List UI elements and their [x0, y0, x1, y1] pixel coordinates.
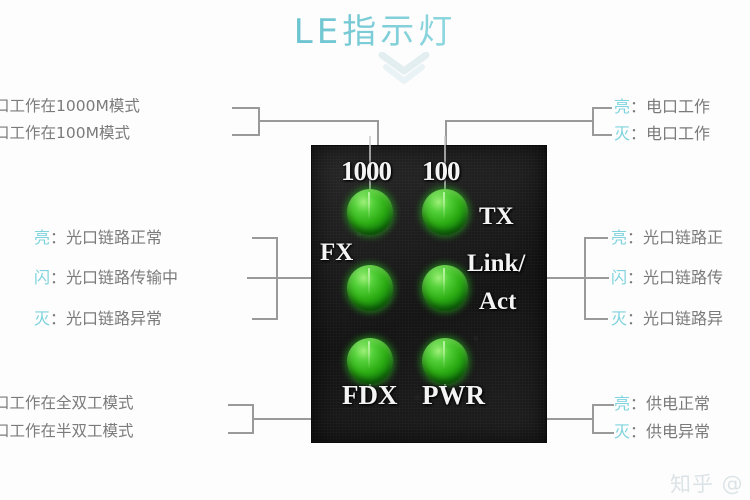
- connector-top-right-stub-2: [592, 134, 612, 136]
- sep: ：: [627, 268, 644, 287]
- device-indicator-panel: 1000 100 TX FX Link/ Act FDX PWR: [311, 136, 547, 443]
- connector-top-right-drop: [445, 120, 447, 147]
- sep: ：: [627, 228, 644, 247]
- annotation-mid-right-line-1: 亮：光口链路正: [611, 230, 723, 246]
- connector-top-left-stub-1: [232, 107, 260, 109]
- panel-label-act: Act: [479, 288, 517, 315]
- sep: ：: [630, 97, 647, 116]
- annotation-top-right-line-2: 灭：电口工作: [614, 126, 710, 142]
- connector-bottom-right-run: [545, 418, 593, 420]
- pin-100: [444, 136, 446, 191]
- keyword-liang: 亮: [34, 228, 51, 247]
- annotation-bottom-left-line-2: 口工作在半双工模式: [0, 422, 134, 440]
- annotation-mid-left-line-2: 闪：光口链路传输中: [34, 270, 178, 286]
- pin-1000: [369, 136, 371, 191]
- annotation-bottom-left-line-1: 口工作在全双工模式: [0, 394, 134, 412]
- panel-label-tx: TX: [479, 203, 514, 230]
- panel-label-fdx: FDX: [342, 380, 398, 410]
- annotation-top-left-line-2: 口工作在100M模式: [0, 124, 130, 142]
- annotation-text: 光口链路正: [643, 228, 724, 247]
- annotation-text: 光口链路传输中: [66, 268, 179, 287]
- led-link-act[interactable]: [422, 265, 468, 311]
- annotation-top-left-line-1: 口工作在1000M模式: [0, 97, 140, 115]
- annotation-mid-left-line-1: 亮：光口链路正常: [34, 230, 162, 246]
- led-1000[interactable]: [347, 189, 393, 235]
- connector-top-right-stub-1: [592, 107, 612, 109]
- connector-top-left-run: [258, 120, 378, 122]
- annotation-text: 电口工作: [646, 97, 711, 116]
- connector-bottom-left-stub-2: [228, 432, 254, 434]
- annotation-bottom-right-line-2: 灭：供电异常: [614, 424, 710, 440]
- led-100[interactable]: [422, 189, 468, 235]
- panel-label-link: Link/: [467, 250, 526, 277]
- annotation-text: 光口链路异: [643, 309, 724, 328]
- sep: ：: [630, 422, 647, 441]
- annotation-top-right-line-1: 亮：电口工作: [614, 99, 710, 115]
- annotation-text: 光口链路异常: [66, 309, 163, 328]
- keyword-mie: 灭: [34, 309, 51, 328]
- connector-bottom-left-stub-1: [228, 404, 254, 406]
- connector-mid-right-stub-1: [584, 237, 608, 239]
- sep: ：: [50, 228, 67, 247]
- connector-bottom-right-stub-2: [592, 432, 614, 434]
- connector-top-right-run: [445, 120, 593, 122]
- chevron-down-icon: [378, 52, 430, 84]
- connector-mid-left-run: [247, 277, 311, 279]
- keyword-shan: 闪: [34, 268, 51, 287]
- panel-label-1000: 1000: [341, 156, 392, 186]
- annotation-text: 供电正常: [646, 394, 711, 413]
- annotation-bottom-right-line-1: 亮：供电正常: [614, 396, 710, 412]
- connector-bottom-right-stub-1: [592, 404, 614, 406]
- annotation-text: 光口链路传: [643, 268, 724, 287]
- connector-top-left-stub-2: [232, 134, 260, 136]
- annotation-text: 供电异常: [646, 422, 711, 441]
- keyword-liang: 亮: [611, 228, 628, 247]
- led-fdx[interactable]: [347, 338, 393, 384]
- annotation-text: 光口链路正常: [66, 228, 163, 247]
- panel-label-pwr: PWR: [422, 380, 485, 410]
- panel-label-100: 100: [422, 156, 460, 186]
- connector-mid-left-stub-3: [252, 318, 278, 320]
- sep: ：: [50, 309, 67, 328]
- connector-mid-left-stub-1: [252, 237, 278, 239]
- page-title: LE指示灯: [0, 4, 750, 53]
- keyword-mie: 灭: [614, 124, 631, 143]
- watermark: 知乎 @: [670, 471, 745, 497]
- connector-mid-right-run: [545, 277, 609, 279]
- led-pwr[interactable]: [422, 338, 468, 384]
- sep: ：: [627, 309, 644, 328]
- connector-mid-right-stub-3: [584, 318, 608, 320]
- sep: ：: [50, 268, 67, 287]
- connector-bottom-left-run: [252, 418, 311, 420]
- panel-label-fx: FX: [320, 239, 354, 266]
- annotation-text: 电口工作: [646, 124, 711, 143]
- keyword-liang: 亮: [614, 97, 631, 116]
- keyword-shan: 闪: [611, 268, 628, 287]
- keyword-liang: 亮: [614, 394, 631, 413]
- sep: ：: [630, 394, 647, 413]
- annotation-mid-right-line-3: 灭：光口链路异: [611, 311, 723, 327]
- connector-top-left-drop: [377, 120, 379, 147]
- keyword-mie: 灭: [614, 422, 631, 441]
- annotation-mid-right-line-2: 闪：光口链路传: [611, 270, 723, 286]
- led-fx[interactable]: [347, 265, 393, 311]
- keyword-mie: 灭: [611, 309, 628, 328]
- sep: ：: [630, 124, 647, 143]
- annotation-mid-left-line-3: 灭：光口链路异常: [34, 311, 162, 327]
